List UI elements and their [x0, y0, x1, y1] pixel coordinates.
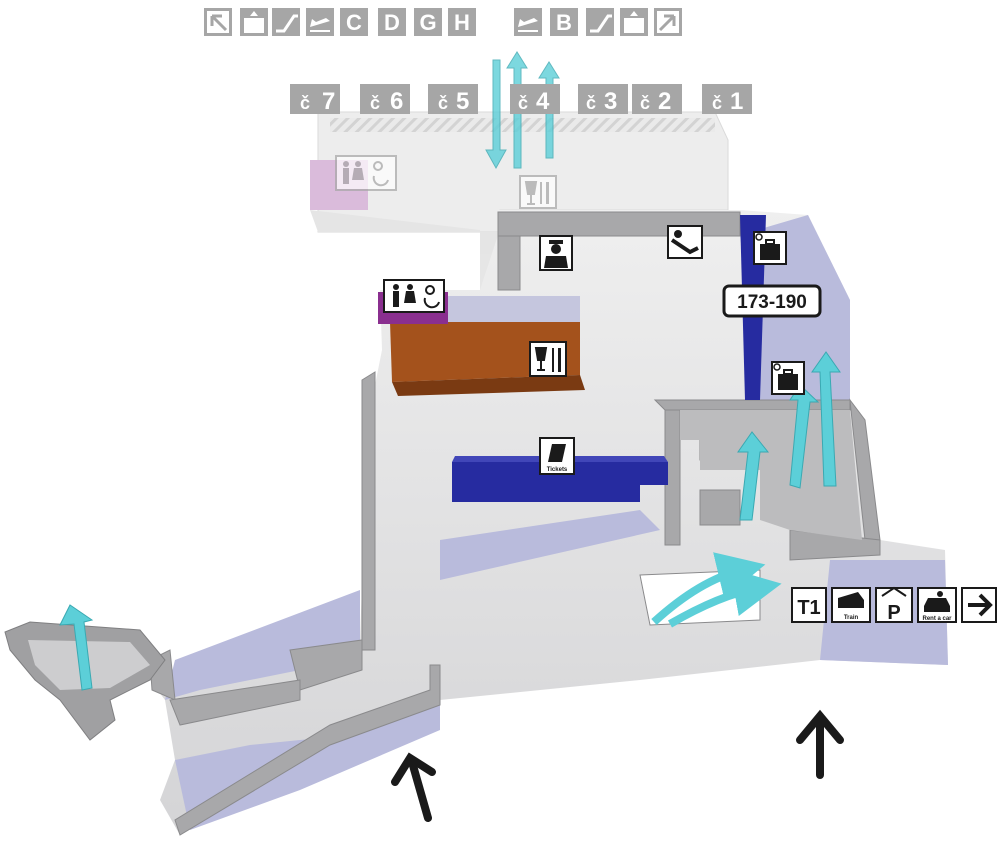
sign-c	[340, 8, 368, 36]
elevator-icon-right	[620, 8, 648, 36]
svg-text:P: P	[887, 602, 900, 624]
arrow-up-left-icon	[204, 8, 232, 36]
departures-icon-right	[514, 8, 542, 36]
tickets-label: Tickets	[547, 467, 568, 473]
sign-g-label: G	[419, 10, 436, 35]
terminal-1-sign: T1	[791, 587, 827, 623]
sign-c-label: C	[346, 10, 362, 35]
train-label: Train	[844, 615, 859, 621]
sign-b-label: B	[556, 10, 572, 35]
entrance-arrow-left	[391, 752, 436, 822]
svg-text:č: č	[586, 93, 596, 113]
arrow-up-right-icon	[654, 8, 682, 36]
entrance-arrow-right	[796, 709, 844, 779]
gate-range-label: 173-190	[737, 292, 807, 313]
sign-h-label: H	[454, 10, 470, 35]
escalator-icon-right	[586, 8, 614, 36]
train-icon: Train	[831, 587, 871, 623]
baggage-icon-top	[753, 231, 787, 265]
checkin-zone-signs: č 7 č 6 č 5 č 4 č 3 č 2 č	[290, 84, 752, 115]
checkin-zone-7: č 7	[290, 84, 340, 115]
rent-a-car-icon: Rent a car	[917, 587, 957, 623]
escalator-icon	[272, 8, 300, 36]
sign-g	[414, 8, 442, 36]
svg-text:2: 2	[658, 88, 671, 115]
sign-d	[378, 8, 406, 36]
parking-icon: P	[875, 586, 913, 624]
gate-range-sign: 173-190	[722, 284, 822, 318]
checkin-zone-3: č 3	[578, 84, 628, 115]
tickets-icon: Tickets	[539, 437, 575, 475]
rent-a-car-label: Rent a car	[922, 616, 952, 622]
svg-text:5: 5	[456, 88, 469, 115]
baggage-icon-bottom	[771, 361, 805, 395]
restaurant-icon	[529, 341, 567, 377]
svg-text:T1: T1	[797, 597, 820, 619]
svg-text:4: 4	[536, 88, 550, 115]
arrow-right-icon	[961, 587, 997, 623]
svg-text:1: 1	[730, 88, 743, 115]
checkin-zone-4: č 4	[510, 84, 560, 115]
svg-text:č: č	[370, 93, 380, 113]
restroom-icon	[383, 279, 445, 313]
svg-text:7: 7	[322, 88, 335, 115]
checkin-zone-5: č 5	[428, 84, 478, 115]
sign-h	[448, 8, 476, 36]
sign-d-label: D	[384, 10, 400, 35]
svg-text:č: č	[518, 93, 528, 113]
top-signboard: C D G H B	[204, 8, 682, 36]
stairs-up-arrow	[59, 604, 94, 691]
svg-text:6: 6	[390, 88, 403, 115]
sign-b	[550, 8, 578, 36]
svg-text:č: č	[438, 93, 448, 113]
svg-text:č: č	[300, 93, 310, 113]
departures-icon	[306, 8, 334, 36]
entrance-arrows	[391, 709, 844, 822]
customs-officer-icon	[667, 225, 703, 259]
elevator-icon	[240, 8, 268, 36]
checkin-zone-1: č 1	[702, 84, 752, 115]
upper-restroom-icon	[335, 155, 397, 191]
checkin-zone-2: č 2	[632, 84, 682, 115]
svg-text:č: č	[640, 93, 650, 113]
checkin-zone-6: č 6	[360, 84, 410, 115]
svg-text:3: 3	[604, 88, 617, 115]
svg-text:č: č	[712, 93, 722, 113]
transport-signs: T1 Train P Rent a car	[791, 586, 997, 624]
escalator-arrows[interactable]	[59, 51, 841, 691]
police-icon	[539, 235, 573, 271]
upper-restaurant-icon	[519, 175, 557, 209]
